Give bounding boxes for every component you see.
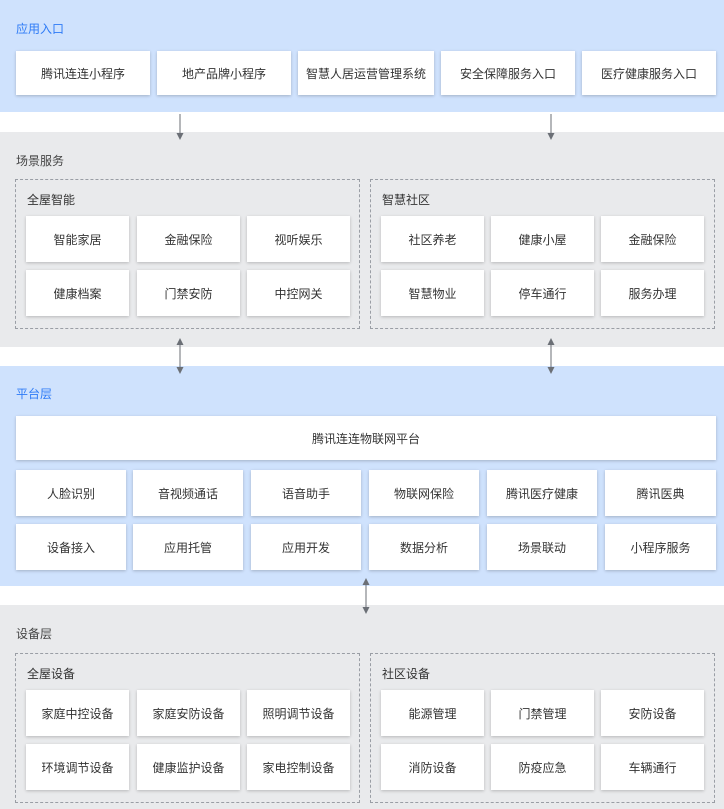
community-devices-title: 社区设备 [382, 667, 431, 681]
scene-item: 健康档案 [26, 270, 129, 316]
device-item: 车辆通行 [601, 744, 704, 790]
platform-item: 应用开发 [251, 524, 361, 570]
app-entry-item: 安全保障服务入口 [441, 51, 575, 95]
whole-house-group: 全屋智能 智能家居 金融保险 视听娱乐 健康档案 门禁安防 中控网关 [15, 179, 360, 329]
smart-community-group: 智慧社区 社区养老 健康小屋 金融保险 智慧物业 停车通行 服务办理 [370, 179, 715, 329]
scene-item: 智能家居 [26, 216, 129, 262]
device-item: 家庭中控设备 [26, 690, 129, 736]
device-item: 消防设备 [381, 744, 484, 790]
platform-item: 设备接入 [16, 524, 126, 570]
smart-community-title: 智慧社区 [382, 193, 431, 207]
platform-item: 应用托管 [133, 524, 243, 570]
app-entry-item: 智慧人居运营管理系统 [298, 51, 434, 95]
app-entry-band: 应用入口 腾讯连连小程序 地产品牌小程序 智慧人居运营管理系统 安全保障服务入口… [0, 0, 724, 112]
bidirectional-arrow-icon [547, 338, 555, 374]
scene-services-title: 场景服务 [16, 154, 65, 168]
device-item: 防疫应急 [491, 744, 594, 790]
platform-item: 场景联动 [487, 524, 597, 570]
bidirectional-arrow-icon [362, 578, 370, 614]
community-devices-group: 社区设备 能源管理 门禁管理 安防设备 消防设备 防疫应急 车辆通行 [370, 653, 715, 803]
device-item: 健康监护设备 [137, 744, 240, 790]
scene-item: 视听娱乐 [247, 216, 350, 262]
devices-band: 设备层 全屋设备 家庭中控设备 家庭安防设备 照明调节设备 环境调节设备 健康监… [0, 605, 724, 809]
device-item: 安防设备 [601, 690, 704, 736]
device-item: 家电控制设备 [247, 744, 350, 790]
scene-item: 金融保险 [601, 216, 704, 262]
scene-item: 服务办理 [601, 270, 704, 316]
platform-item: 音视频通话 [133, 470, 243, 516]
bidirectional-arrow-icon [176, 338, 184, 374]
platform-item: 数据分析 [369, 524, 479, 570]
platform-item: 腾讯医疗健康 [487, 470, 597, 516]
scene-item: 金融保险 [137, 216, 240, 262]
app-entry-title: 应用入口 [16, 22, 65, 36]
device-item: 能源管理 [381, 690, 484, 736]
down-arrow-icon [176, 114, 184, 140]
platform-item: 物联网保险 [369, 470, 479, 516]
device-item: 照明调节设备 [247, 690, 350, 736]
whole-house-devices-title: 全屋设备 [27, 667, 76, 681]
platform-title: 平台层 [16, 387, 53, 401]
app-entry-item: 地产品牌小程序 [157, 51, 291, 95]
scene-item: 智慧物业 [381, 270, 484, 316]
platform-item: 语音助手 [251, 470, 361, 516]
scene-item: 中控网关 [247, 270, 350, 316]
platform-item: 小程序服务 [605, 524, 716, 570]
platform-band: 平台层 腾讯连连物联网平台 人脸识别 音视频通话 语音助手 物联网保险 腾讯医疗… [0, 366, 724, 586]
device-item: 环境调节设备 [26, 744, 129, 790]
platform-item: 人脸识别 [16, 470, 126, 516]
scene-item: 健康小屋 [491, 216, 594, 262]
scene-item: 社区养老 [381, 216, 484, 262]
scene-item: 停车通行 [491, 270, 594, 316]
platform-item: 腾讯医典 [605, 470, 716, 516]
app-entry-item: 腾讯连连小程序 [16, 51, 150, 95]
whole-house-title: 全屋智能 [27, 193, 76, 207]
device-item: 家庭安防设备 [137, 690, 240, 736]
scene-services-band: 场景服务 全屋智能 智能家居 金融保险 视听娱乐 健康档案 门禁安防 中控网关 … [0, 132, 724, 347]
devices-title: 设备层 [16, 627, 53, 641]
whole-house-devices-group: 全屋设备 家庭中控设备 家庭安防设备 照明调节设备 环境调节设备 健康监护设备 … [15, 653, 360, 803]
scene-item: 门禁安防 [137, 270, 240, 316]
platform-main-box: 腾讯连连物联网平台 [16, 416, 716, 460]
device-item: 门禁管理 [491, 690, 594, 736]
app-entry-item: 医疗健康服务入口 [582, 51, 716, 95]
down-arrow-icon [547, 114, 555, 140]
